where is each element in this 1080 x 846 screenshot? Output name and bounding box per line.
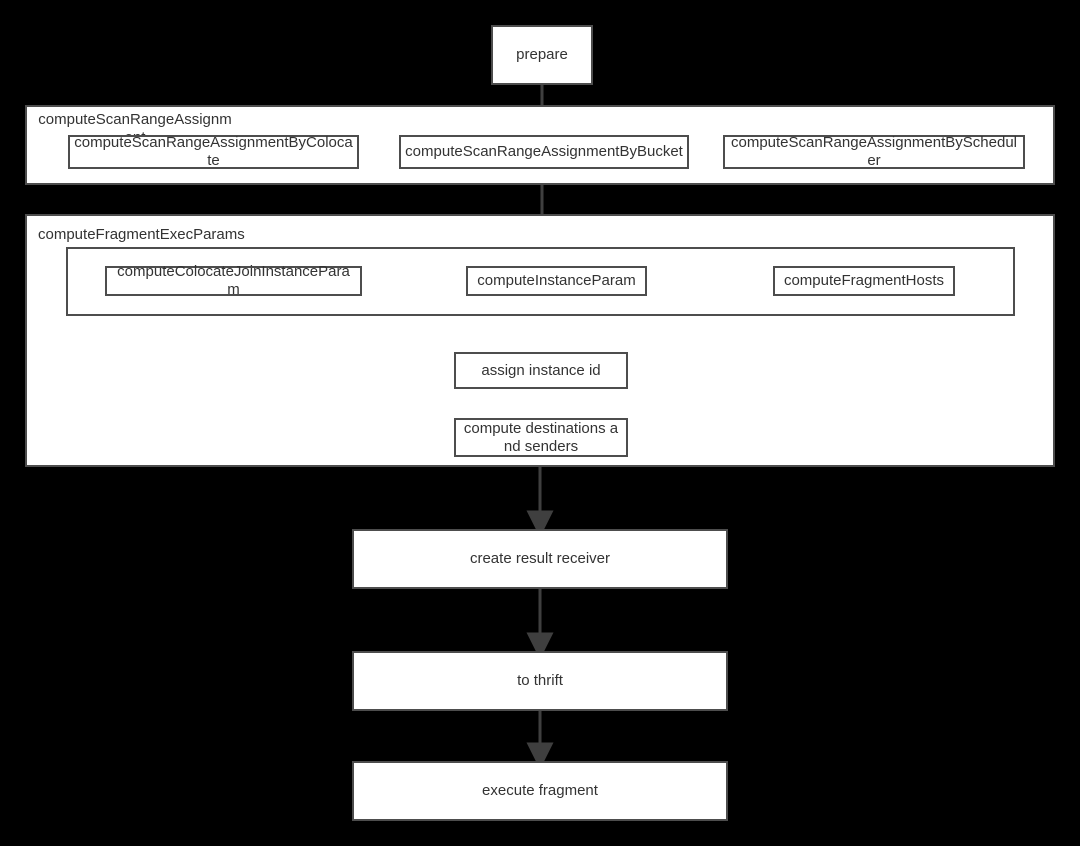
subgroup-instance-param-frame: computeColocateJoinInstanceParam compute… — [66, 247, 1015, 316]
node-compute-instance-param-label: computeInstanceParam — [477, 272, 636, 290]
group-compute-fragment-exec-params: computeFragmentExecParams computeColocat… — [25, 214, 1055, 467]
node-compute-scan-range-assignment-by-scheduler-label: computeScanRangeAssignmentByScheduler — [730, 134, 1017, 169]
node-assign-instance-id-label: assign instance id — [481, 361, 601, 379]
node-create-result-receiver-label: create result receiver — [469, 550, 611, 568]
node-compute-destinations-and-senders-label: compute destinations and senders — [463, 419, 619, 455]
node-execute-fragment[interactable]: execute fragment — [352, 761, 728, 821]
node-compute-destinations-and-senders[interactable]: compute destinations and senders — [454, 418, 628, 457]
node-to-thrift-label: to thrift — [517, 672, 563, 690]
node-prepare[interactable]: prepare — [491, 25, 593, 85]
node-to-thrift[interactable]: to thrift — [352, 651, 728, 711]
node-compute-scan-range-assignment-by-colocate[interactable]: computeScanRangeAssignmentByColocate — [68, 134, 359, 169]
node-compute-scan-range-assignment-by-scheduler[interactable]: computeScanRangeAssignmentByScheduler — [723, 134, 1025, 169]
node-compute-colocate-join-instance-param-label: computeColocateJoinInstanceParam — [117, 263, 350, 298]
node-compute-fragment-hosts[interactable]: computeFragmentHosts — [773, 266, 955, 296]
node-compute-colocate-join-instance-param[interactable]: computeColocateJoinInstanceParam — [105, 263, 362, 298]
node-compute-instance-param[interactable]: computeInstanceParam — [466, 266, 647, 296]
node-assign-instance-id[interactable]: assign instance id — [454, 352, 628, 389]
node-compute-scan-range-assignment-by-bucket[interactable]: computeScanRangeAssignmentByBucket — [399, 135, 689, 169]
group-compute-scan-range-assignment: computeScanRangeAssignment computeScanRa… — [25, 105, 1055, 185]
node-compute-scan-range-assignment-by-bucket-label: computeScanRangeAssignmentByBucket — [405, 143, 683, 161]
node-compute-scan-range-assignment-by-colocate-label: computeScanRangeAssignmentByColocate — [74, 134, 353, 169]
node-compute-fragment-hosts-label: computeFragmentHosts — [783, 272, 945, 290]
node-create-result-receiver[interactable]: create result receiver — [352, 529, 728, 589]
node-prepare-label: prepare — [516, 46, 568, 64]
node-execute-fragment-label: execute fragment — [482, 782, 598, 800]
group-compute-fragment-exec-params-label: computeFragmentExecParams — [38, 226, 245, 243]
